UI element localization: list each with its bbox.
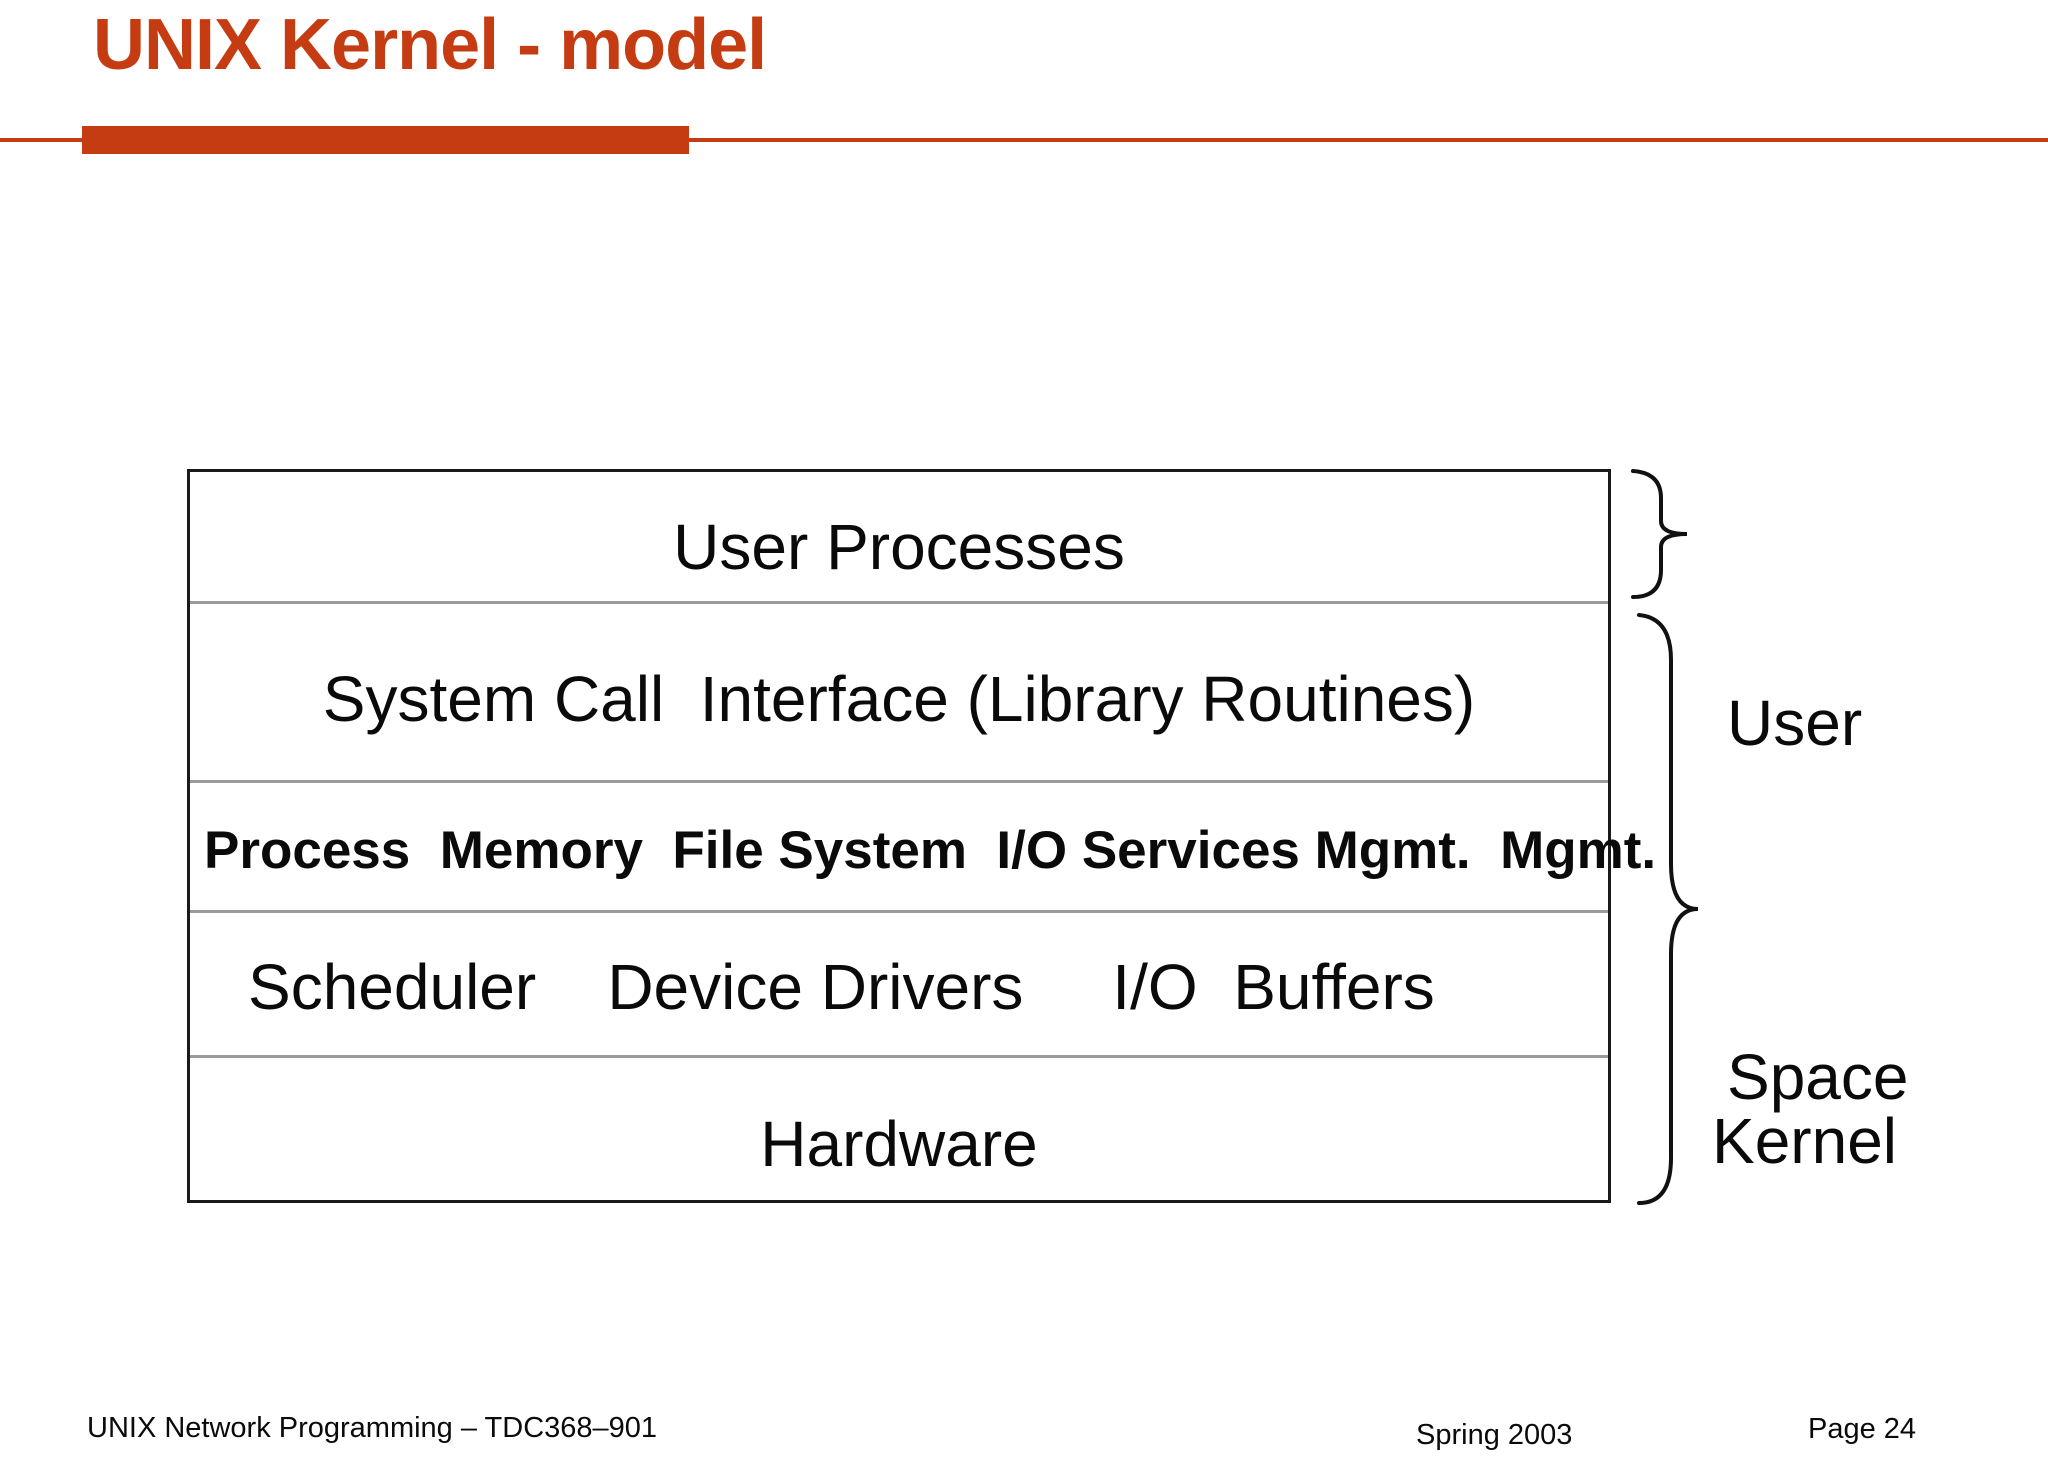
layer-hardware: Hardware: [190, 1055, 1608, 1200]
user-space-brace: [1631, 469, 1688, 599]
layer-kernel-services: Process Memory File System I/O Services …: [190, 780, 1656, 910]
user-space-label-line2: Space: [1727, 1041, 1909, 1113]
kernel-model-box: User Processes System Call Interface (Li…: [187, 469, 1656, 1203]
kernel-space-label-line1: Kernel: [1712, 1105, 1897, 1177]
layer-scheduler-drivers-buffers: Scheduler Device Drivers I/O Buffers: [190, 910, 1608, 1055]
footer-term: Spring 2003: [1416, 1419, 1573, 1451]
kernel-space-brace: [1637, 613, 1699, 1205]
layer-system-call-interface: System Call Interface (Library Routines): [190, 601, 1608, 780]
layer-label: System Call Interface (Library Routines): [322, 663, 1476, 735]
page-title: UNIX Kernel - model: [93, 5, 767, 85]
layer-label: Hardware: [760, 1108, 1038, 1180]
footer-page-number: Page 24: [1808, 1413, 1917, 1445]
title-underline-line: [0, 138, 2048, 142]
layer-label: User Processes: [673, 510, 1125, 583]
layer-label: Scheduler Device Drivers I/O Buffers: [248, 951, 1435, 1023]
layer-label: Process Memory File System I/O Services …: [204, 821, 1657, 880]
title-underline-bar: [82, 126, 689, 154]
footer-course-id: UNIX Network Programming – TDC368–901: [87, 1412, 658, 1444]
kernel-space-label: Kernel Space: [1712, 846, 1897, 1462]
user-space-label-line1: User: [1727, 687, 1863, 759]
layer-user-processes: User Processes: [190, 472, 1608, 601]
kernel-space-label-line2: Space: [1712, 1436, 1897, 1462]
user-space-label: User Space: [1727, 428, 1908, 1372]
